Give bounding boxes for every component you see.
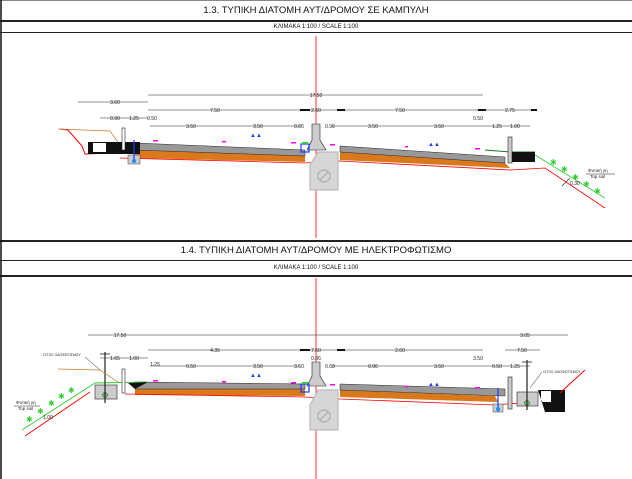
grass-symbols: ✱✱ ✱✱ ✱ bbox=[26, 386, 75, 424]
dimension-label: 0.86 bbox=[311, 356, 321, 362]
dimension-label: 1.00 bbox=[510, 124, 520, 130]
lighting-pole-label: ΙΣΤΟΣ ΟΔΟΦΩΤΙΣΜΟΥ bbox=[543, 370, 581, 374]
dimension-label: 17.50 bbox=[310, 93, 323, 99]
dimension-label: 0.50 bbox=[147, 116, 157, 122]
drain-pipe-icon bbox=[132, 159, 136, 163]
pavement-left bbox=[134, 381, 306, 390]
car-symbol: ▲▲ bbox=[428, 382, 440, 388]
dimension-label: 3.50 bbox=[434, 124, 444, 130]
formation-line bbox=[119, 157, 606, 209]
dimension-label: 3.50 bbox=[186, 124, 196, 130]
dimension-label: 1.25 bbox=[129, 116, 139, 122]
svg-text:✱: ✱ bbox=[594, 187, 601, 196]
svg-text:✱: ✱ bbox=[48, 399, 55, 408]
dimension-label: 1.00 bbox=[43, 415, 53, 421]
median-foundation bbox=[309, 151, 339, 191]
dimension-label: 7.50 bbox=[311, 348, 321, 354]
dimension-label: 0.50 bbox=[492, 364, 502, 370]
grass-symbols: ✱ ✱ ✱ ✱ ✱ bbox=[550, 158, 601, 196]
dimension-label: 0.86 bbox=[294, 124, 304, 130]
ditch-right bbox=[538, 390, 565, 412]
svg-text:✱: ✱ bbox=[26, 415, 33, 424]
subbase-right bbox=[340, 152, 510, 168]
dimension-label: 2.60 bbox=[395, 348, 405, 354]
section-2-scale: ΚΛΙΜΑΚΑ 1:100 / SCALE 1:100 bbox=[273, 265, 359, 271]
topsoil-label: Φυτική γη bbox=[588, 167, 608, 173]
lighting-pole-label: ΙΣΤΟΣ ΟΔΟΦΩΤΙΣΜΟΥ bbox=[43, 353, 81, 357]
dimension-label: 3.60 bbox=[110, 100, 120, 106]
dimension-label: 0.30 bbox=[570, 181, 580, 187]
manhole-icon bbox=[317, 169, 331, 183]
dimension-label: 3.50 bbox=[253, 124, 263, 130]
pavement-right bbox=[339, 145, 506, 164]
dimension-label: 17.50 bbox=[114, 333, 127, 339]
dimension-labels: 17.50 3.60 7.50 2.60 7.50 2.75 0.90 1.25 0.50 3.5… bbox=[16, 93, 608, 421]
pole-foundation-left bbox=[94, 384, 118, 400]
embankment-topsoil bbox=[534, 154, 606, 199]
dimension-label: 3.05 bbox=[520, 333, 530, 339]
guardrail-right bbox=[507, 136, 513, 164]
dimension-label: 1.25 bbox=[492, 124, 502, 130]
section-1-scale: ΚΛΙΜΑΚΑ 1:100 / SCALE 1:100 bbox=[273, 24, 359, 30]
dimension-label: 7.50 bbox=[210, 108, 220, 114]
dimension-label: 0.96 bbox=[368, 364, 378, 370]
dimension-label: 3.50 bbox=[473, 356, 483, 362]
lane-markings bbox=[153, 140, 480, 150]
guardrail-right bbox=[507, 376, 513, 410]
dimension-label: 0.68 bbox=[325, 364, 335, 370]
guardrail-left bbox=[121, 368, 126, 394]
dimension-label: 0.50 bbox=[186, 364, 196, 370]
guardrail-left bbox=[121, 127, 126, 151]
formation-line bbox=[124, 393, 521, 406]
section-1-drawing: ▲▲ ▲▲ ✱ ✱ ✱ ✱ ✱ bbox=[57, 36, 615, 238]
dimension-label: 3.50 bbox=[294, 364, 304, 370]
dimension-label: 7.50 bbox=[395, 108, 405, 114]
section-2-drawing: ✱✱ ✱✱ ✱ ▲▲ ▲▲ bbox=[14, 278, 586, 479]
dimension-label: 3.50 bbox=[368, 124, 378, 130]
dimension-label: 3.50 bbox=[253, 364, 263, 370]
median-barrier bbox=[306, 361, 327, 387]
svg-text:✱: ✱ bbox=[68, 386, 75, 395]
dimension-label: 7.50 bbox=[517, 348, 527, 354]
dimension-label: 4.35 bbox=[210, 348, 220, 354]
svg-text:✱: ✱ bbox=[583, 180, 590, 189]
shoulder-right bbox=[512, 152, 535, 162]
dimension-label: 1.25 bbox=[510, 364, 520, 370]
car-symbol: ▲▲ bbox=[428, 142, 440, 148]
ditch-left bbox=[88, 142, 140, 154]
dimension-label: 1.25 bbox=[150, 362, 160, 368]
subbase-left bbox=[135, 150, 305, 162]
svg-text:✱: ✱ bbox=[58, 392, 65, 401]
car-symbol: ▲▲ bbox=[250, 133, 262, 139]
topsoil-label: Φυτική γη bbox=[16, 399, 36, 405]
dimension-label: 2.60 bbox=[311, 108, 321, 114]
svg-text:✱: ✱ bbox=[37, 407, 44, 416]
embankment-topsoil bbox=[21, 381, 149, 431]
topsoil-label-en: Top soil bbox=[18, 406, 33, 411]
dimension-label: 1.65 bbox=[110, 356, 120, 362]
section-1-title: 1.3. ΤΥΠΙΚΗ ΔΙΑΤΟΜΗ ΑΥΤ/ΔΡΟΜΟΥ ΣΕ ΚΑΜΠΥΛ… bbox=[203, 5, 429, 16]
drain-pipe-icon bbox=[496, 407, 500, 411]
svg-text:✱: ✱ bbox=[572, 173, 579, 182]
svg-text:✱: ✱ bbox=[550, 158, 557, 167]
car-symbol: ▲▲ bbox=[250, 373, 262, 379]
section-2-title: 1.4. ΤΥΠΙΚΗ ΔΙΑΤΟΜΗ ΑΥΤ/ΔΡΟΜΟΥ ΜΕ ΗΛΕΚΤΡ… bbox=[180, 245, 452, 256]
subbase-left bbox=[135, 389, 305, 396]
dimension-label: 0.90 bbox=[110, 116, 120, 122]
subbase-right bbox=[340, 390, 498, 402]
dimension-label: 1.00 bbox=[129, 356, 139, 362]
dimension-lines bbox=[88, 334, 568, 367]
pavement-right bbox=[339, 383, 506, 397]
median-barrier bbox=[306, 123, 327, 151]
dimension-label: 2.75 bbox=[505, 108, 515, 114]
cut-slope-right bbox=[559, 369, 586, 394]
topsoil-label-en: Top soil bbox=[590, 174, 605, 179]
lane-markings bbox=[153, 380, 480, 389]
manhole-icon bbox=[317, 409, 331, 423]
dimension-label: 3.50 bbox=[434, 364, 444, 370]
svg-text:✱: ✱ bbox=[561, 165, 568, 174]
dimension-label: 0.50 bbox=[473, 116, 483, 122]
dimension-label: 0.96 bbox=[325, 124, 335, 130]
